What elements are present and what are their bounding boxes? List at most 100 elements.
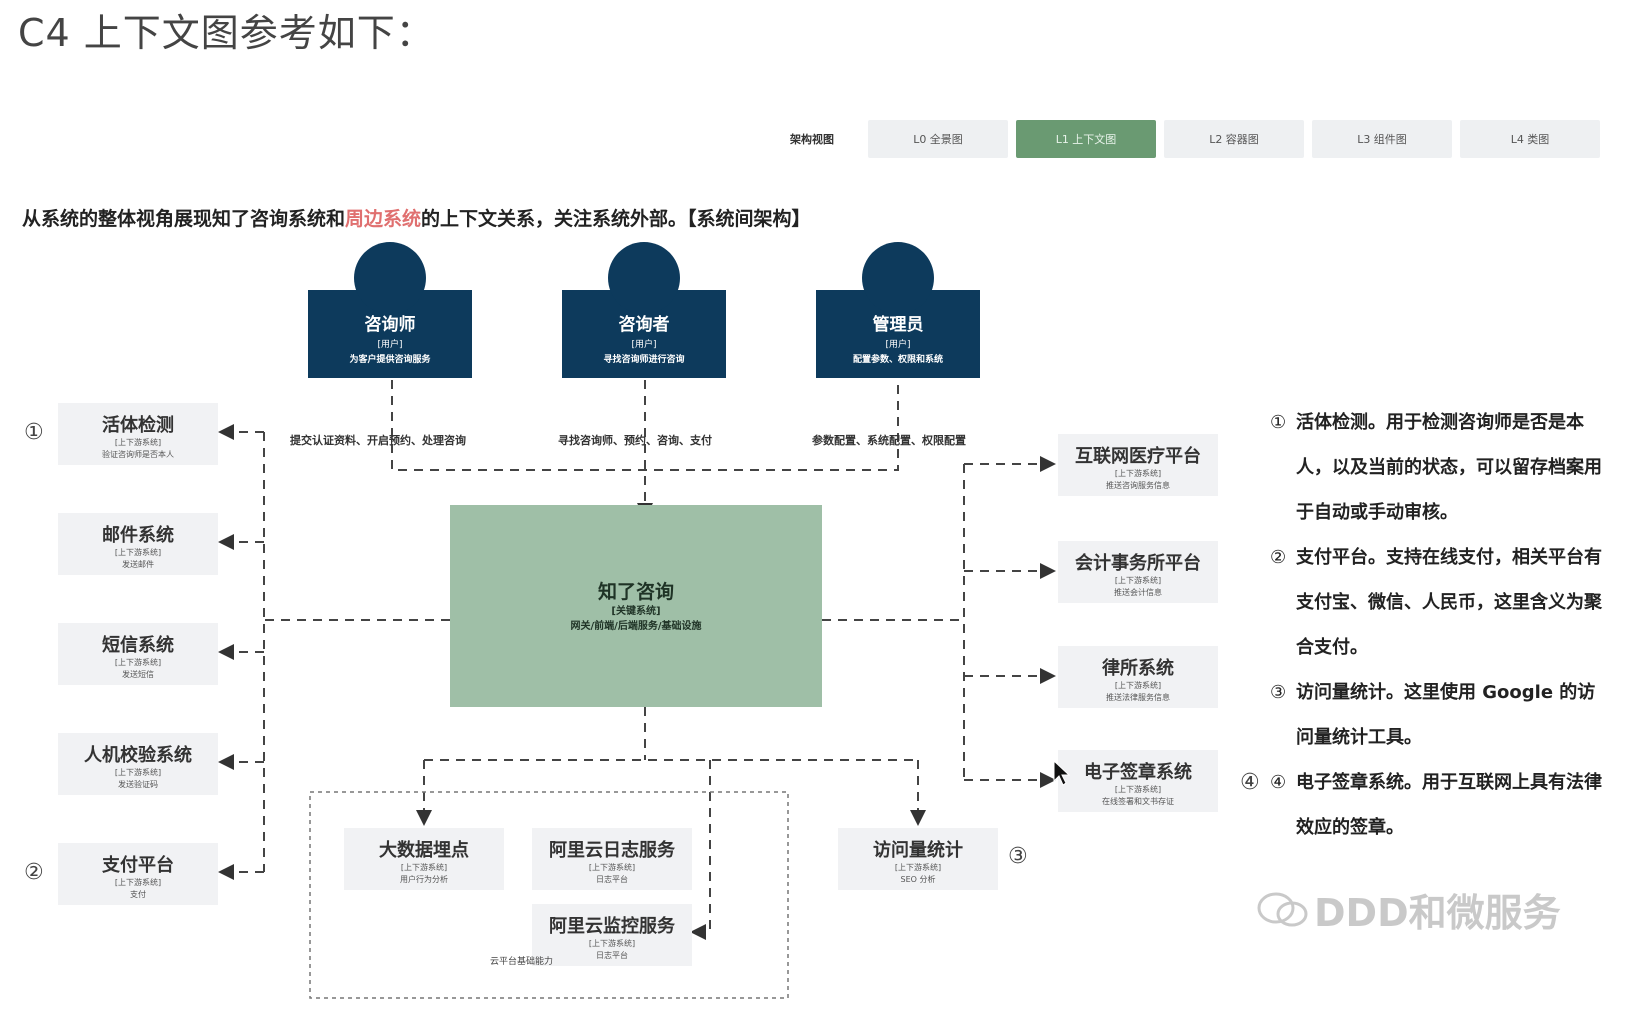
actor-consultant: 咨询师 [用户] 为客户提供咨询服务 [308,242,472,378]
system-name: 活体检测 [102,415,174,436]
tab-l3[interactable]: L3 组件图 [1312,120,1452,158]
note-index: ③ [1270,682,1287,703]
bottom-branch-2 [690,760,711,940]
notes-list: ① 活体检测。用于检测咨询师是否是本人，以及当前的状态，可以留存档案用于自动或手… [1270,400,1610,850]
system-desc: 发送验证码 [118,780,158,789]
system-tag: [上下游系统] [894,863,942,872]
system-tag: [上下游系统] [1114,469,1162,478]
system-visit-statistics: 访问量统计 [上下游系统] SEO 分析 [838,828,998,890]
system-aliyun-log: 阿里云日志服务 [上下游系统] 日志平台 [532,828,692,890]
system-desc: 推送会计信息 [1114,588,1162,597]
watermark: DDD和微服务 [1256,882,1561,937]
watermark-text: DDD和微服务 [1314,891,1561,935]
note-index: ④ [1270,772,1287,793]
intro-highlight: 周边系统 [345,208,422,230]
system-tag: [上下游系统] [588,939,636,948]
system-accounting: 会计事务所平台 [上下游系统] 推送会计信息 [1058,541,1218,603]
system-name: 支付平台 [102,855,174,876]
actor-tag: [用户] [885,340,911,350]
note-item: ④ 电子签章系统。用于互联网上具有法律效应的签章。 [1270,760,1610,850]
system-sms: 短信系统 [上下游系统] 发送短信 [58,623,218,685]
system-desc: SEO 分析 [900,875,936,884]
note-text: 电子签章系统。用于互联网上具有法律效应的签章。 [1296,772,1602,838]
system-email: 邮件系统 [上下游系统] 发送邮件 [58,513,218,575]
system-desc: 日志平台 [596,951,628,960]
intro-before: 从系统的整体视角展现知了咨询系统和 [22,208,346,230]
actor-name: 咨询师 [364,315,416,335]
system-name: 律所系统 [1102,658,1174,679]
actor-tag: [用户] [631,340,657,350]
note-text: 访问量统计。这里使用 Google 的访问量统计工具。 [1296,682,1596,748]
note-text: 活体检测。用于检测咨询师是否是本人，以及当前的状态，可以留存档案用于自动或手动审… [1296,412,1602,523]
system-tag: [上下游系统] [400,863,448,872]
architecture-view-tabs: 架构视图 L0 全景图 L1 上下文图 L2 容器图 L3 组件图 L4 类图 [790,120,1608,158]
system-liveness-detection: 活体检测 [上下游系统] 验证咨询师是否本人 [58,403,218,465]
system-desc: 日志平台 [596,875,628,884]
system-law-firm: 律所系统 [上下游系统] 推送法律服务信息 [1058,646,1218,708]
system-tag: [上下游系统] [114,438,162,447]
note-item: ③ 访问量统计。这里使用 Google 的访问量统计工具。 [1270,670,1610,760]
marker-3: ③ [1008,844,1028,869]
system-name: 邮件系统 [102,525,174,546]
person-icon [608,242,680,314]
system-desc: 验证咨询师是否本人 [102,450,174,459]
system-name: 人机校验系统 [84,745,192,766]
core-name: 知了咨询 [597,581,674,603]
system-desc: 发送短信 [122,670,154,679]
note-index: ② [1270,547,1287,568]
actor-body: 管理员 [用户] 配置参数、权限和系统 [816,290,980,378]
system-tag: [上下游系统] [114,548,162,557]
tabs-label: 架构视图 [790,133,834,146]
edge-label-admin: 参数配置、系统配置、权限配置 [812,434,966,447]
system-tag: [上下游系统] [114,658,162,667]
system-aliyun-monitor: 阿里云监控服务 [上下游系统] 日志平台 [532,904,692,966]
person-icon [354,242,426,314]
tab-l0[interactable]: L0 全景图 [868,120,1008,158]
edge-label-client: 寻找咨询师、预约、咨询、支付 [558,434,712,447]
actor-line-1 [391,380,899,471]
core-tag: [关键系统] [611,606,661,617]
core-desc: 网关/前端/后端服务/基础设施 [570,621,702,632]
system-internet-medical: 互联网医疗平台 [上下游系统] 推送咨询服务信息 [1058,434,1218,496]
note-item: ② 支付平台。支持在线支付，相关平台有支付宝、微信、人民币，这里含义为聚合支付。 [1270,535,1610,670]
tab-l2[interactable]: L2 容器图 [1164,120,1304,158]
system-tag: [上下游系统] [588,863,636,872]
tab-l1[interactable]: L1 上下文图 [1016,120,1156,158]
system-tag: [上下游系统] [114,878,162,887]
actor-client: 咨询者 [用户] 寻找咨询师进行咨询 [562,242,726,378]
intro-text: 从系统的整体视角展现知了咨询系统和周边系统的上下文关系，关注系统外部。【系统间架… [22,204,811,231]
note-item: ① 活体检测。用于检测咨询师是否是本人，以及当前的状态，可以留存档案用于自动或手… [1270,400,1610,535]
edge-label-consultant: 提交认证资料、开启预约、处理咨询 [290,434,466,447]
system-desc: 在线签署和文书存证 [1102,797,1174,806]
note-text: 支付平台。支持在线支付，相关平台有支付宝、微信、人民币，这里含义为聚合支付。 [1296,547,1602,658]
system-desc: 推送法律服务信息 [1106,693,1170,702]
actor-name: 咨询者 [618,315,670,335]
marker-2: ② [24,860,44,885]
system-tag: [上下游系统] [1114,785,1162,794]
system-desc: 发送邮件 [122,560,154,569]
system-name: 阿里云监控服务 [549,916,675,937]
core-system: 知了咨询 [关键系统] 网关/前端/后端服务/基础设施 [450,505,822,707]
mouse-pointer-icon [1053,760,1071,786]
marker-4: ④ [1240,770,1260,795]
intro-after: 的上下文关系，关注系统外部。【系统间架构】 [421,208,811,230]
system-tag: [上下游系统] [114,768,162,777]
actor-tag: [用户] [377,340,403,350]
system-desc: 推送咨询服务信息 [1106,481,1170,490]
cloud-group-border [309,791,789,999]
system-big-data-tracking: 大数据埋点 [上下游系统] 用户行为分析 [344,828,504,890]
system-e-signature: 电子签章系统 [上下游系统] 在线签署和文书存证 [1058,750,1218,812]
system-desc: 用户行为分析 [400,875,448,884]
chat-bubble-icon [1257,892,1308,927]
actor-name: 管理员 [872,315,924,335]
person-icon [862,242,934,314]
tab-l4[interactable]: L4 类图 [1460,120,1600,158]
actor-admin: 管理员 [用户] 配置参数、权限和系统 [816,242,980,378]
system-desc: 支付 [130,890,146,899]
system-captcha: 人机校验系统 [上下游系统] 发送验证码 [58,733,218,795]
system-name: 短信系统 [102,635,174,656]
actor-desc: 为客户提供咨询服务 [349,355,431,365]
system-name: 阿里云日志服务 [549,840,675,861]
cloud-group-label: 云平台基础能力 [490,957,554,967]
